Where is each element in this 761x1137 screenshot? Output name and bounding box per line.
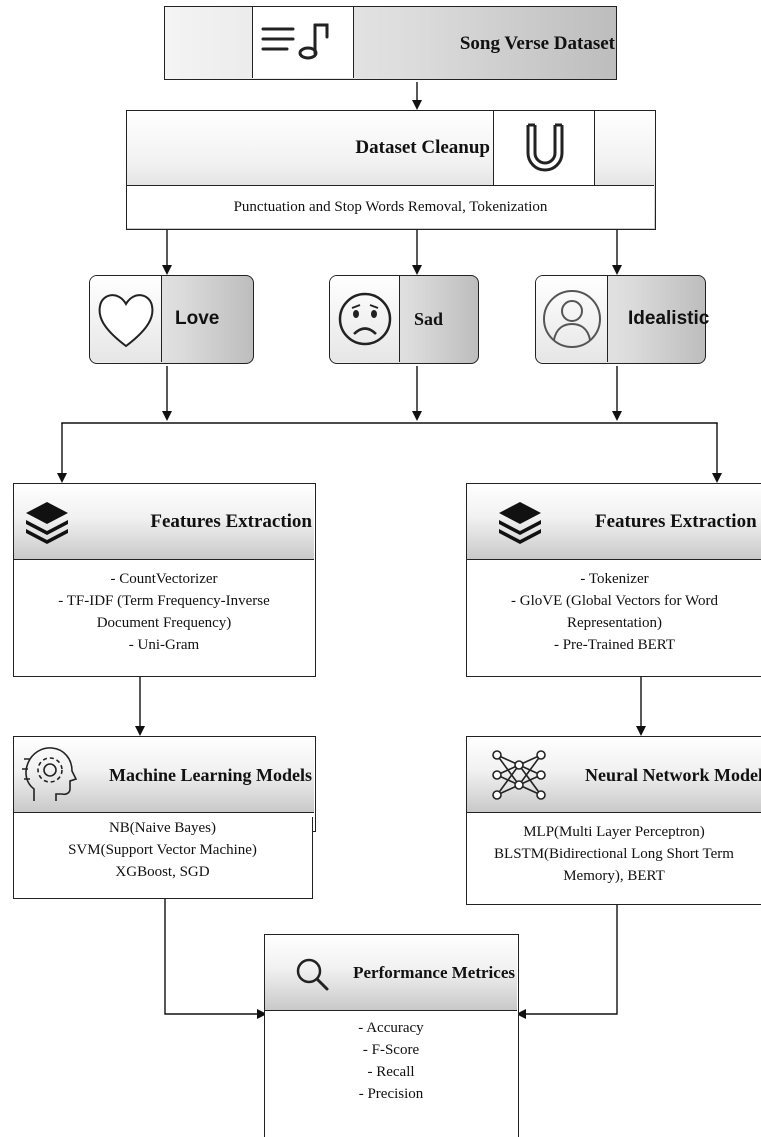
list-item: - Recall: [367, 1064, 415, 1080]
neural-network-icon: [492, 750, 546, 800]
dataset-icon-cell: [252, 7, 354, 78]
cleanup-description: Punctuation and Stop Words Removal, Toke…: [127, 185, 654, 228]
list-item: XGBoost, SGD: [115, 864, 210, 880]
category-label-love: Love: [175, 308, 220, 329]
nn-models-header: Neural Network Models: [467, 737, 761, 813]
features-left-list: - CountVectorizer - TF-IDF (Term Frequen…: [14, 568, 314, 656]
sad-icon-cell: [330, 276, 400, 362]
list-item: SVM(Support Vector Machine): [68, 842, 257, 858]
category-label-sad: Sad: [414, 309, 444, 329]
metrics-list: - Accuracy - F-Score - Recall - Precisio…: [265, 1017, 517, 1105]
list-item: - Precision: [358, 1086, 424, 1102]
category-idealistic: Idealistic: [535, 275, 710, 364]
cleanup-icon-cell: [493, 111, 595, 185]
metrics-title: Performance Metrices: [353, 963, 515, 982]
list-item: Memory), BERT: [563, 868, 665, 884]
list-item: - GloVE (Global Vectors for Word: [511, 593, 718, 609]
list-item: - Tokenizer: [580, 571, 649, 587]
features-left-node: Features Extraction - CountVectorizer - …: [13, 483, 316, 677]
music-note-lines-icon: [261, 23, 329, 60]
magnet-icon: [526, 123, 564, 172]
list-item: - TF-IDF (Term Frequency-Inverse: [58, 593, 270, 609]
features-right-list: - Tokenizer - GloVE (Global Vectors for …: [467, 568, 761, 656]
category-sad: Sad: [329, 275, 479, 364]
ml-models-title: Machine Learning Models: [109, 765, 312, 785]
dataset-node: Song Verse Dataset: [164, 6, 617, 80]
list-item: - Pre-Trained BERT: [553, 637, 676, 653]
category-label-idealistic: Idealistic: [628, 308, 710, 329]
list-item: NB(Naive Bayes): [108, 820, 217, 836]
nn-models-node: Neural Network Models MLP(Multi Layer Pe…: [465, 736, 761, 905]
features-right-node: Features Extraction - Tokenizer - GloVE …: [466, 483, 761, 677]
nn-models-title: Neural Network Models: [585, 765, 761, 785]
list-item: Document Frequency): [96, 615, 232, 631]
list-item: - F-Score: [362, 1042, 420, 1058]
layers-icon: [499, 502, 541, 544]
list-item: - Accuracy: [358, 1020, 424, 1036]
heart-icon: [98, 294, 154, 348]
category-love: Love: [89, 275, 254, 364]
ml-models-node: Machine Learning Models NB(Naive Bayes) …: [12, 736, 316, 899]
features-right-header: Features Extraction: [467, 484, 761, 560]
list-item: Representation): [567, 615, 662, 631]
ml-models-header: Machine Learning Models: [14, 737, 314, 813]
list-item: - Uni-Gram: [128, 637, 200, 653]
features-left-header: Features Extraction: [14, 484, 314, 560]
nn-models-list: MLP(Multi Layer Perceptron) BLSTM(Bidire…: [465, 813, 761, 905]
metrics-node: Performance Metrices - Accuracy - F-Scor…: [264, 934, 519, 1137]
cleanup-node: Dataset Cleanup Punctuation and Stop Wor…: [126, 110, 656, 230]
cleanup-title: Dataset Cleanup: [355, 137, 490, 158]
list-item: - CountVectorizer: [110, 571, 218, 587]
person-avatar-icon: [543, 290, 601, 348]
magnifier-icon: [296, 958, 329, 991]
sad-face-icon: [338, 292, 392, 346]
list-item: BLSTM(Bidirectional Long Short Term: [494, 846, 734, 862]
features-left-title: Features Extraction: [150, 511, 312, 532]
ml-models-list: NB(Naive Bayes) SVM(Support Vector Machi…: [12, 817, 313, 899]
love-icon-cell: [90, 276, 162, 362]
list-item: MLP(Multi Layer Perceptron): [523, 824, 705, 840]
dataset-title: Song Verse Dataset: [459, 33, 615, 54]
layers-icon: [26, 502, 68, 544]
features-right-title: Features Extraction: [595, 511, 757, 532]
idealistic-icon-cell: [536, 276, 608, 362]
metrics-header: Performance Metrices: [265, 935, 517, 1011]
head-gear-icon: [22, 747, 78, 801]
